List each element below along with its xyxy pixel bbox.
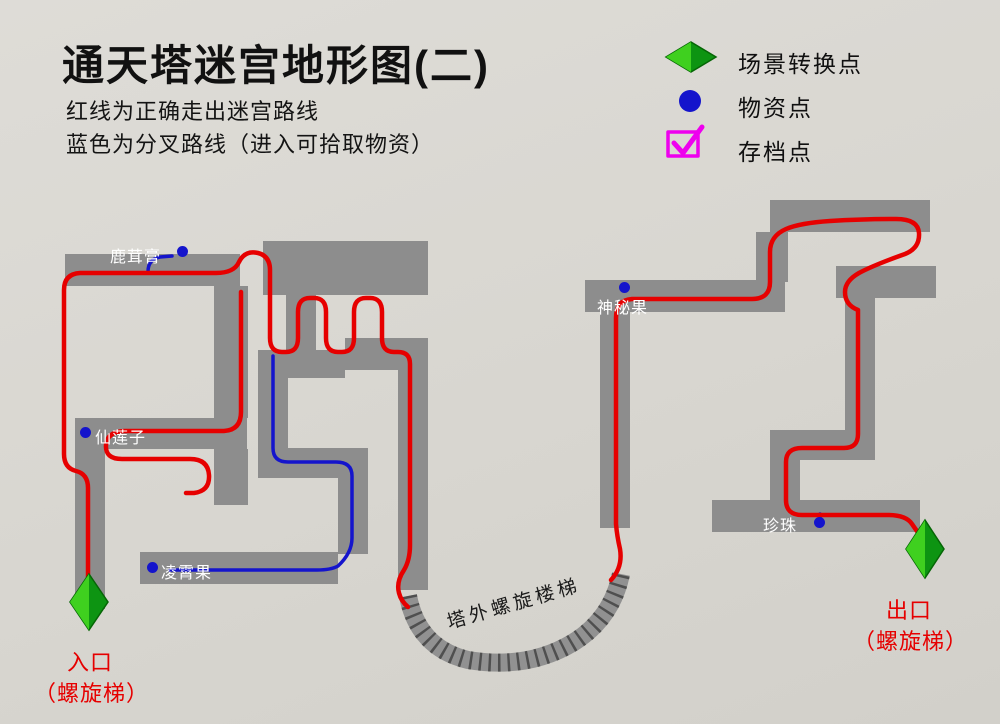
supply-dot [814, 517, 825, 528]
legend-scene-transfer-label: 场景转换点 [738, 51, 863, 77]
branch-route-line [168, 354, 354, 572]
exit-label: 出口 [886, 598, 933, 623]
legend-scene-transfer-icon [664, 41, 718, 73]
legend-supply-label: 物资点 [738, 95, 813, 121]
corridor-segment [140, 552, 338, 584]
entrance-label: 入口 [67, 650, 114, 675]
correct-route-line-loop [103, 289, 244, 496]
corridor-segment [836, 266, 936, 298]
staircase-steps [399, 571, 630, 672]
correct-route-line-right [608, 216, 927, 583]
entrance-diamond-icon [69, 572, 109, 632]
item-label-luronggao: 鹿茸膏 [110, 249, 162, 266]
legend-supply-icon [679, 90, 701, 112]
legend-save-label: 存档点 [738, 139, 813, 165]
supply-dot [619, 282, 630, 293]
exit-diamond-icon [905, 518, 945, 580]
item-label-xianlianzi: 仙莲子 [95, 430, 147, 447]
branch-route-line [146, 254, 174, 274]
item-label-shenmiguo: 神秘果 [597, 300, 649, 317]
corridor-segment [398, 338, 428, 590]
supply-dot [80, 427, 91, 438]
item-label-zhenzhu: 珍珠 [763, 518, 798, 535]
corridor-segment [263, 241, 428, 295]
corridor-segment [214, 449, 248, 505]
spiral-staircase [399, 571, 630, 672]
subtitle-red-route: 红线为正确走出迷宫路线 [66, 99, 320, 124]
correct-route-lines [61, 216, 927, 610]
legend-save-icon [666, 124, 705, 158]
page-title: 通天塔迷宫地形图(二) [62, 42, 490, 89]
exit-sublabel: （螺旋梯） [853, 629, 969, 654]
supply-dot [147, 562, 158, 573]
item-label-lingxiaoguo: 凌霄果 [161, 565, 213, 582]
subtitle-blue-route: 蓝色为分叉路线（进入可拾取物资） [66, 132, 435, 157]
entrance-sublabel: （螺旋梯） [34, 681, 150, 706]
corridor-segment [75, 418, 247, 449]
supply-dot [177, 246, 188, 257]
correct-route-line-left [61, 250, 413, 610]
staircase-label: 塔外螺旋楼梯 [444, 575, 584, 634]
